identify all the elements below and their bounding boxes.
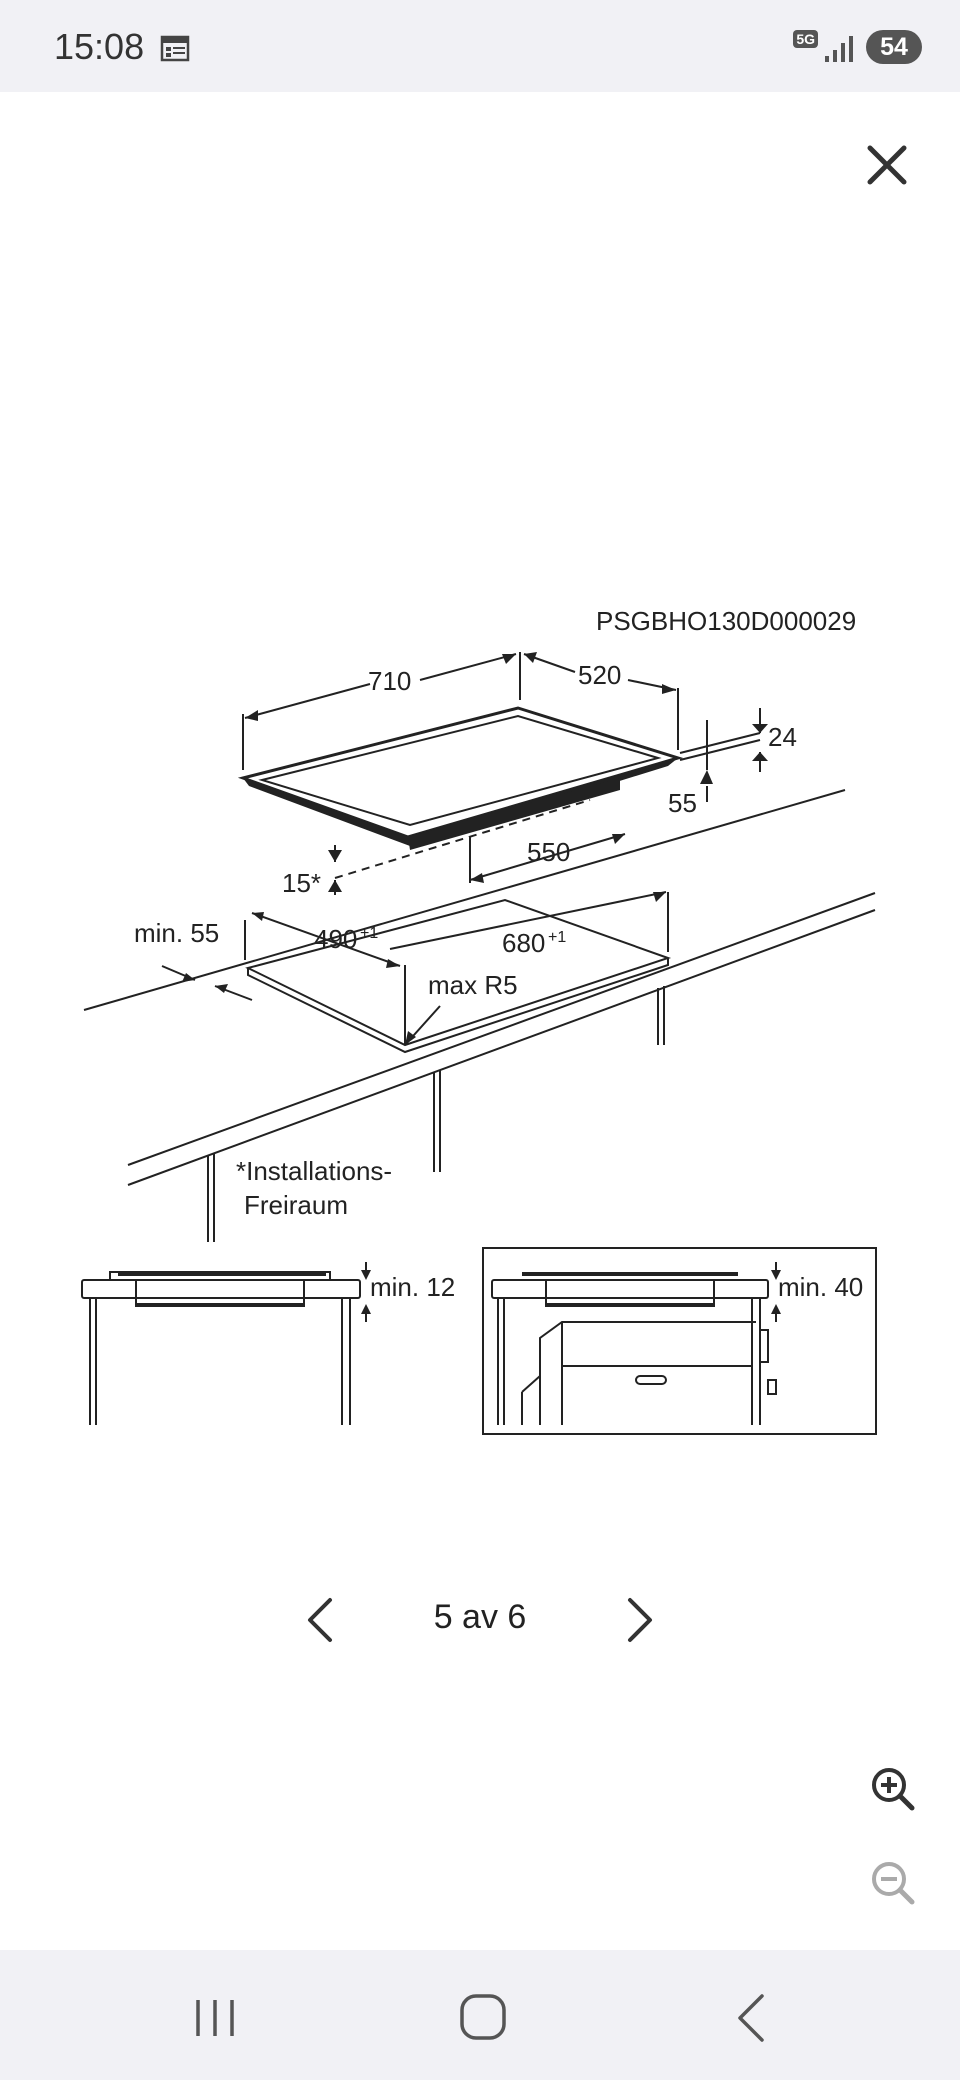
note-line2: Freiraum (244, 1190, 348, 1220)
dim-min40: min. 40 (778, 1272, 863, 1302)
back-icon[interactable] (718, 1988, 788, 2048)
dim-680: 680 (502, 928, 545, 958)
dim-490: 490 (314, 924, 357, 954)
dim-490-tolerance: +1 (360, 925, 378, 942)
dim-15: 15* (282, 868, 321, 898)
chevron-left-icon[interactable] (298, 1590, 342, 1650)
navigation-bar (0, 1950, 960, 2080)
note-line1: *Installations- (236, 1156, 392, 1186)
dim-height: 24 (768, 722, 797, 752)
dim-min55: min. 55 (134, 918, 219, 948)
diagram-code: PSGBHO130D000029 (596, 606, 856, 636)
dim-550: 550 (527, 837, 570, 867)
close-icon[interactable] (862, 140, 912, 190)
dim-680-tolerance: +1 (548, 929, 566, 946)
dim-55: 55 (668, 788, 697, 818)
battery-badge: 54 (866, 30, 922, 64)
network-badge: 5G (793, 30, 818, 48)
dim-depth: 520 (578, 660, 621, 690)
dim-min12: min. 12 (370, 1272, 455, 1302)
status-bar: 15:08 5G 54 (0, 0, 960, 92)
dim-radius: max R5 (428, 970, 518, 1000)
signal-icon (825, 36, 853, 62)
page-indicator: 5 av 6 (433, 1598, 527, 1636)
calendar-icon (160, 35, 190, 62)
zoom-out-icon[interactable] (868, 1858, 918, 1908)
chevron-right-icon[interactable] (618, 1590, 662, 1650)
installation-diagram: PSGBHO130D000029 710 520 24 55 550 15* m… (81, 606, 877, 1435)
status-time: 15:08 (54, 26, 145, 67)
dim-width: 710 (368, 666, 411, 696)
recents-icon[interactable] (180, 1988, 250, 2048)
zoom-in-icon[interactable] (868, 1764, 918, 1814)
pager: 5 av 6 (0, 1580, 960, 1660)
home-icon[interactable] (448, 1988, 518, 2048)
